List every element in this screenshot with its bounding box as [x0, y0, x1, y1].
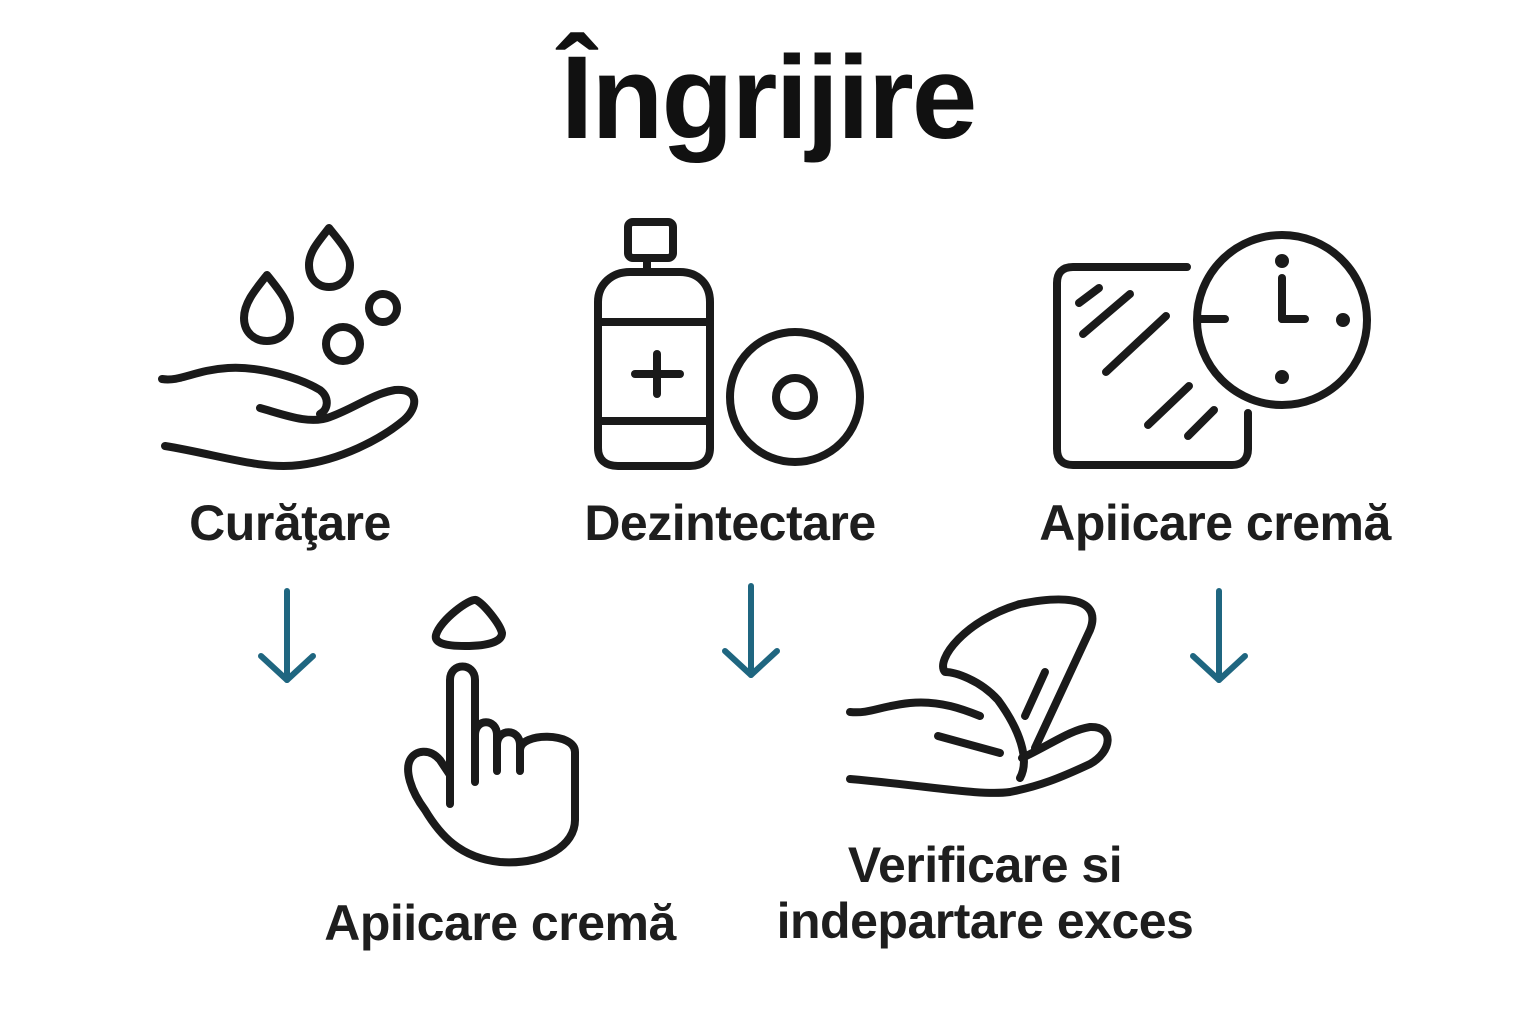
hand-water-drops-icon	[150, 215, 440, 485]
mirror-clock-icon	[1045, 231, 1385, 475]
step-label-line-2: indepartare exces	[776, 893, 1194, 949]
arrow-down-icon	[1188, 588, 1250, 693]
disinfectant-bottle-cotton-pad-icon	[590, 215, 870, 475]
page-title: Îngrijire	[560, 32, 978, 164]
step-label-cream-application-1: Apiicare cremă	[1039, 495, 1391, 551]
step-label-disinfection: Dezintectare	[584, 495, 876, 551]
arrow-down-icon	[256, 588, 318, 693]
arrow-down-icon	[720, 583, 782, 688]
step-label-line-1: Verificare si	[847, 837, 1123, 893]
step-label-cleaning: Curăţare	[189, 495, 391, 551]
finger-cream-drop-icon	[400, 590, 585, 867]
step-label-check-remove-excess: Verificare si indepartare exces	[745, 837, 1225, 949]
step-label-cream-application-2: Apiicare cremă	[324, 895, 676, 951]
hand-lifting-film-icon	[845, 590, 1115, 797]
